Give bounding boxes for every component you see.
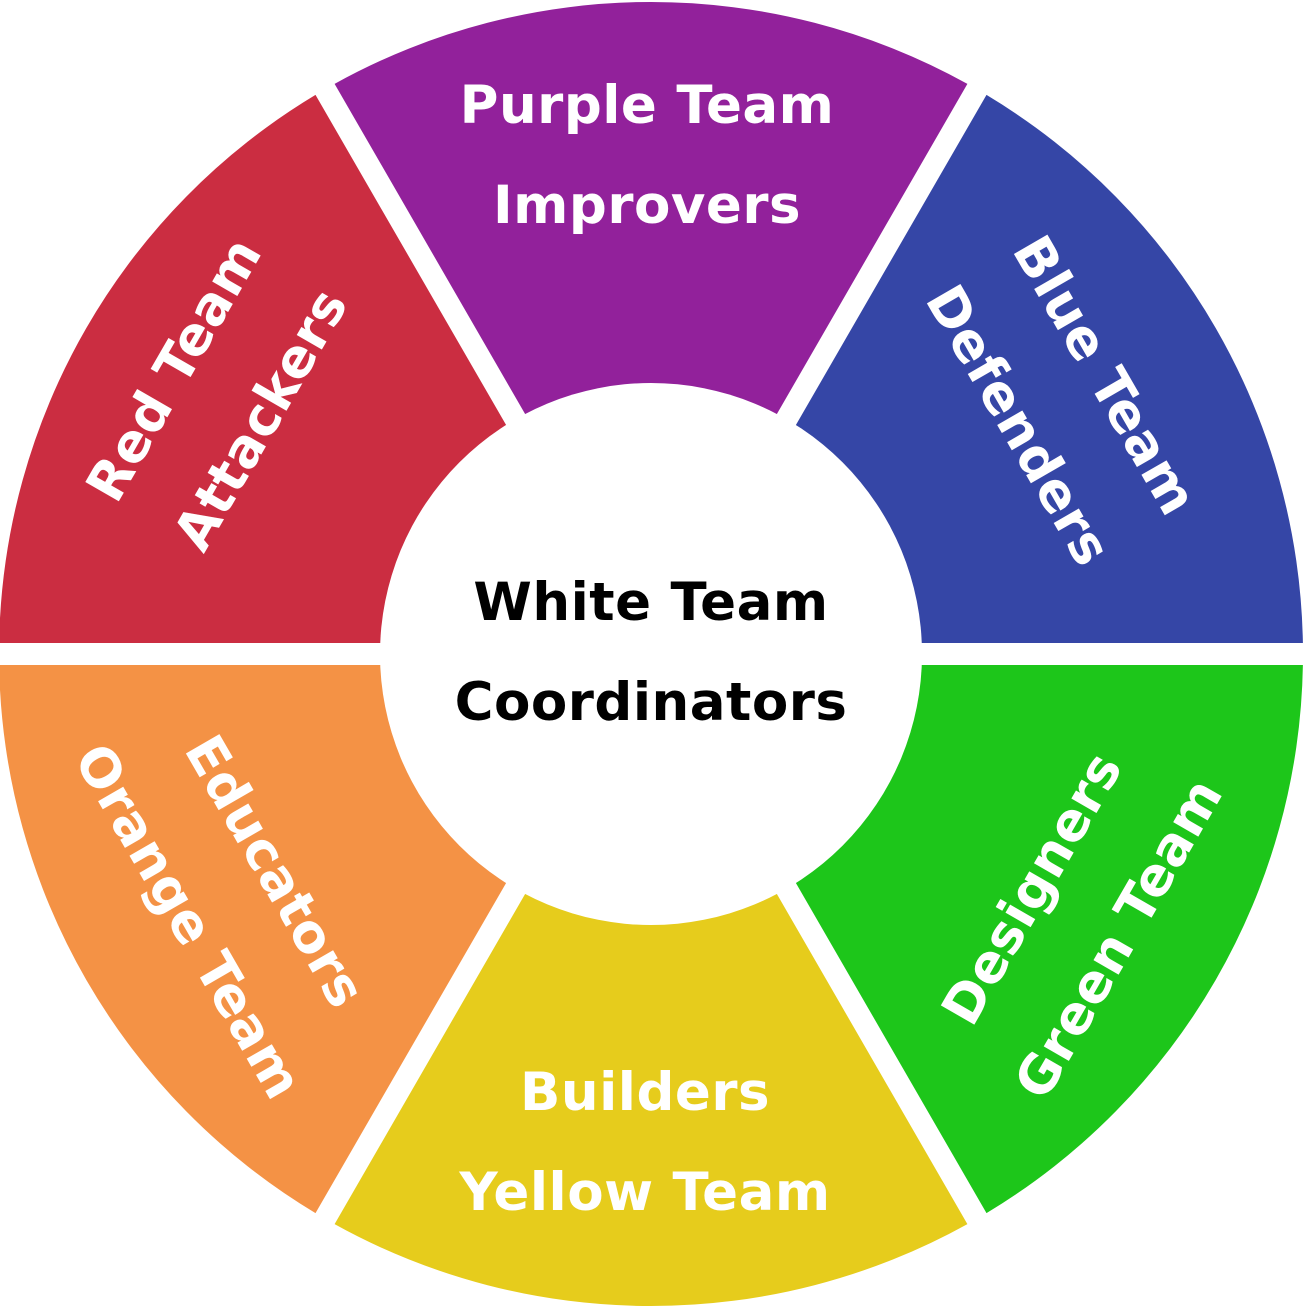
green-team-segment bbox=[782, 665, 1303, 1214]
white-team-title: White Team bbox=[473, 572, 828, 633]
yellow-team-role: Builders bbox=[520, 1062, 770, 1123]
blue-team-segment bbox=[782, 94, 1303, 643]
purple-team-role: Improvers bbox=[493, 175, 801, 236]
orange-team-segment bbox=[0, 665, 520, 1214]
purple-team-title: Purple Team bbox=[460, 75, 835, 136]
white-team-role: Coordinators bbox=[455, 672, 848, 733]
red-team-segment bbox=[0, 94, 520, 643]
purple-team-label-group: Purple Team Improvers bbox=[460, 75, 835, 236]
yellow-team-label-group: Builders Yellow Team bbox=[458, 1062, 830, 1223]
yellow-team-title: Yellow Team bbox=[458, 1162, 830, 1223]
white-team-center-circle bbox=[380, 383, 922, 925]
white-team-label-group: White Team Coordinators bbox=[455, 572, 848, 733]
purple-team-segment bbox=[334, 1, 968, 437]
yellow-team-segment bbox=[334, 871, 968, 1307]
